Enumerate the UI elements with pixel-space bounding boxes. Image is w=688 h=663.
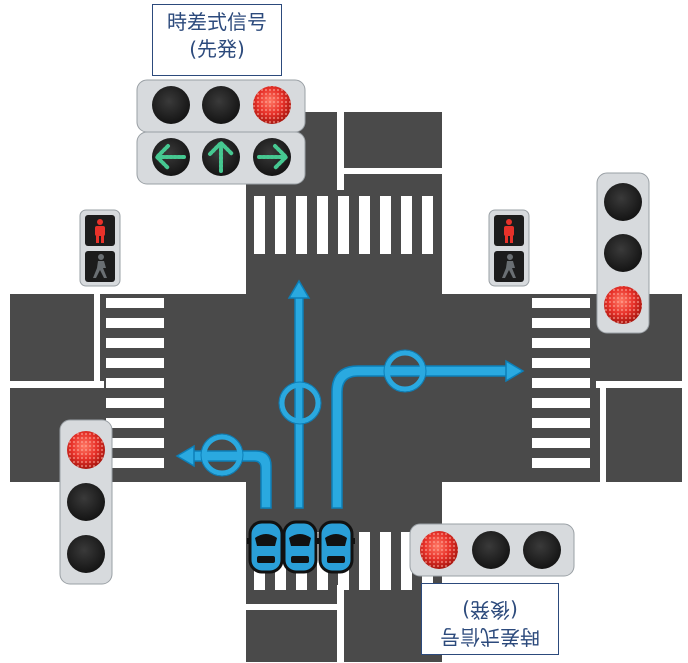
right-traffic-signal [596, 172, 650, 334]
car-icon [281, 520, 319, 574]
crosswalk-west [106, 298, 164, 468]
crosswalk-stripe [401, 532, 412, 590]
label-bottom-line1: 時差式信号 [440, 625, 540, 649]
crosswalk-stripe [380, 196, 391, 254]
car-icon [317, 520, 355, 574]
crosswalk-stripe [359, 532, 370, 590]
vehicles [247, 520, 355, 574]
left-turn-route-head [175, 444, 195, 468]
crosswalk-stripe [317, 196, 328, 254]
crosswalk-stripe [532, 458, 590, 468]
crosswalk-stripe [254, 196, 265, 254]
crosswalk-stripe [532, 298, 590, 308]
crosswalk-stripe [359, 196, 370, 254]
crosswalk-east [532, 298, 590, 468]
crosswalk-stripe [275, 196, 286, 254]
lamp-yellow-off [202, 86, 240, 124]
right-turn-route-head [505, 359, 525, 383]
crosswalk-stripe [532, 378, 590, 388]
crosswalk-stripe [532, 398, 590, 408]
crosswalk-stripe [338, 196, 349, 254]
right-arrow-icon [257, 144, 289, 170]
crosswalk-stripe [532, 358, 590, 368]
lamp-green-off [152, 86, 190, 124]
left-traffic-signal [59, 419, 113, 585]
crosswalk-stripe [106, 418, 164, 428]
crosswalk-stripe [106, 438, 164, 448]
label-top-line2: (先発) [189, 37, 245, 61]
circle-marker-icon [201, 350, 426, 476]
label-top-line1: 時差式信号 [167, 10, 267, 34]
crosswalk-north [254, 196, 433, 254]
crosswalk-stripe [401, 196, 412, 254]
left-arrow-icon [154, 144, 186, 170]
bottom-traffic-signal [409, 523, 575, 577]
crosswalk-stripe [106, 298, 164, 308]
label-bottom-line2: (後発) [462, 598, 518, 622]
up-arrow-icon [208, 140, 234, 173]
crosswalk-stripe [106, 338, 164, 348]
label-trailing-signal: 時差式信号 (後発) [421, 583, 559, 655]
crosswalk-stripe [296, 196, 307, 254]
crosswalk-stripe [532, 418, 590, 428]
crosswalk-stripe [106, 458, 164, 468]
label-leading-signal: 時差式信号 (先発) [152, 4, 282, 76]
right-pedestrian-signal [488, 209, 530, 287]
top-traffic-signal [136, 79, 306, 185]
route-arrows [175, 279, 525, 509]
red-pedestrian-stop-icon [504, 219, 514, 243]
pedestrian-walk-icon [93, 254, 107, 278]
car-icon [247, 520, 285, 574]
red-pedestrian-stop-icon [95, 219, 105, 243]
crosswalk-stripe [532, 438, 590, 448]
crosswalk-stripe [106, 318, 164, 328]
crosswalk-stripe [422, 196, 433, 254]
straight-route-line [294, 295, 304, 509]
pedestrian-walk-icon [502, 254, 516, 278]
left-pedestrian-signal [79, 209, 121, 287]
crosswalk-stripe [106, 358, 164, 368]
crosswalk-stripe [106, 378, 164, 388]
crosswalk-stripe [380, 532, 391, 590]
crosswalk-stripe [532, 318, 590, 328]
straight-route-head [287, 279, 311, 299]
crosswalk-stripe [532, 338, 590, 348]
crosswalk-stripe [106, 398, 164, 408]
